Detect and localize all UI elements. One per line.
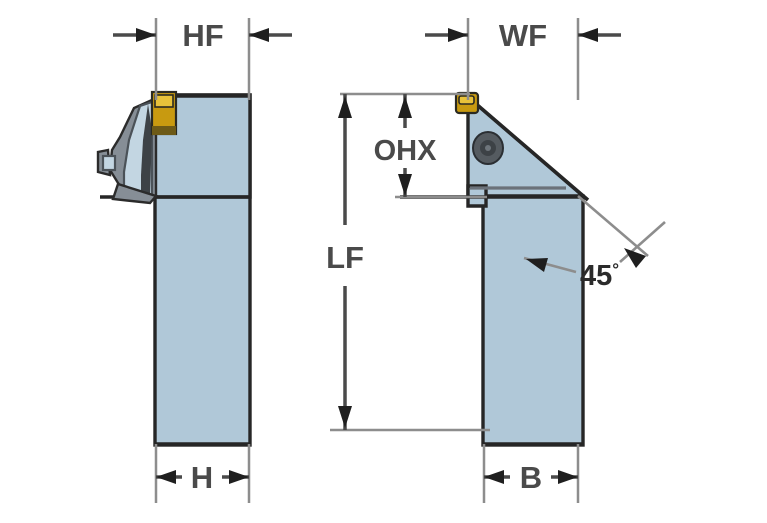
ohx-arrow-top xyxy=(398,96,412,118)
dimension-lf: LF xyxy=(326,94,490,432)
lf-arrow-top xyxy=(338,96,352,118)
left-view-insert-shadow xyxy=(152,126,176,135)
h-arrow-left xyxy=(156,470,176,484)
angle-leader-line-lower xyxy=(619,221,666,263)
angle-leader-arrow xyxy=(624,248,646,268)
dimension-h: H xyxy=(154,444,251,503)
left-view-lower-foot xyxy=(111,182,159,205)
lf-label: LF xyxy=(326,240,364,275)
left-view-clamp-rib xyxy=(141,104,152,196)
annotation-45-degree: 45° xyxy=(523,195,666,292)
right-view-screw-center xyxy=(485,145,491,151)
right-view-insert xyxy=(454,91,480,115)
left-view-cutting-head-assembly xyxy=(96,98,159,205)
dimension-ohx: OHX xyxy=(340,92,487,199)
left-view-insert-highlight xyxy=(154,94,174,108)
hf-arrow-left xyxy=(136,28,156,42)
left-view-lug-notch xyxy=(101,154,117,172)
ohx-arrow-bottom xyxy=(398,174,412,196)
degree-symbol: ° xyxy=(612,260,619,279)
right-view-45-degree-face xyxy=(466,95,590,202)
hf-label: HF xyxy=(182,18,223,53)
wf-arrow-left xyxy=(448,28,468,42)
dimension-hf: HF xyxy=(113,18,292,100)
lf-arrow-bottom xyxy=(338,406,352,428)
dimension-wf: WF xyxy=(425,18,621,100)
b-label: B xyxy=(520,460,542,495)
angle-label: 45° xyxy=(580,260,619,292)
right-view-insert-highlight xyxy=(458,95,475,105)
angle-shank-arrow xyxy=(526,258,548,272)
angle-value: 45 xyxy=(580,260,612,292)
right-view-clamp-screw xyxy=(472,131,504,165)
hf-arrow-right xyxy=(249,28,269,42)
h-label: H xyxy=(191,460,213,495)
left-view xyxy=(96,90,252,447)
right-view-shank-body xyxy=(481,194,585,447)
h-arrow-right xyxy=(229,470,249,484)
wf-arrow-right xyxy=(578,28,598,42)
ohx-label: OHX xyxy=(374,135,438,167)
b-arrow-right xyxy=(558,470,578,484)
wf-label: WF xyxy=(499,18,547,53)
dimension-b: B xyxy=(482,444,580,503)
b-arrow-left xyxy=(484,470,504,484)
